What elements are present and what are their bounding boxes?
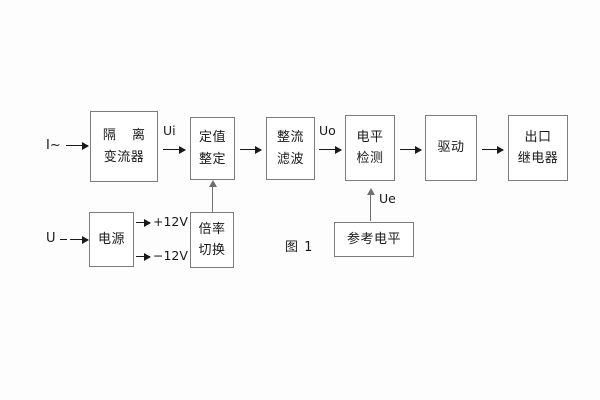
voltage-input-label: U bbox=[46, 231, 56, 246]
block-driver[interactable]: 驱动 bbox=[425, 115, 477, 181]
signal-uo-arrow bbox=[319, 145, 342, 154]
block-setpoint-adjust-line1: 定值 bbox=[198, 130, 226, 146]
block-rectify-filter-line1: 整流 bbox=[276, 130, 304, 146]
rail-negative-arrow bbox=[136, 252, 151, 261]
connector-setpoint-to-rectify bbox=[240, 145, 262, 154]
block-level-detect-line2: 检测 bbox=[356, 151, 384, 166]
rail-positive-arrow bbox=[136, 218, 151, 227]
block-power-supply[interactable]: 电源 bbox=[89, 212, 134, 267]
connector-multiplier-to-setpoint bbox=[208, 180, 217, 212]
signal-ui-arrow bbox=[163, 145, 186, 154]
block-multiplier-switch-line2: 切换 bbox=[198, 243, 226, 258]
block-reference-level-line1: 参考电平 bbox=[346, 231, 401, 247]
connector-level-detect-to-driver bbox=[400, 145, 422, 154]
connector-driver-to-output-relay bbox=[482, 145, 504, 154]
signal-ui-label: Ui bbox=[163, 123, 176, 138]
rail-negative-label: −12V bbox=[153, 248, 188, 263]
voltage-input-arrow bbox=[70, 235, 89, 244]
rail-positive-label: +12V bbox=[153, 214, 188, 229]
connector-reference-to-level-detect bbox=[366, 188, 375, 221]
block-setpoint-adjust-line2: 整定 bbox=[198, 151, 226, 167]
block-level-detect[interactable]: 电平 检测 bbox=[345, 115, 395, 181]
current-input-arrow bbox=[66, 141, 89, 150]
block-isolation-transformer[interactable]: 隔 离 变流器 bbox=[90, 111, 158, 182]
block-rectify-filter[interactable]: 整流 滤波 bbox=[266, 117, 315, 180]
block-output-relay-line1: 出口 bbox=[524, 129, 552, 145]
block-power-supply-line1: 电源 bbox=[97, 231, 125, 247]
voltage-input-dash bbox=[60, 239, 67, 240]
block-output-relay-line2: 继电器 bbox=[517, 151, 559, 166]
block-multiplier-switch[interactable]: 倍率 切换 bbox=[190, 212, 234, 268]
block-driver-line1: 驱动 bbox=[437, 140, 465, 156]
block-rectify-filter-line2: 滤波 bbox=[276, 151, 304, 167]
block-isolation-transformer-line1: 隔 离 bbox=[102, 128, 152, 144]
block-output-relay[interactable]: 出口 继电器 bbox=[508, 115, 568, 181]
block-setpoint-adjust[interactable]: 定值 整定 bbox=[190, 117, 235, 180]
figure-caption: 图 1 bbox=[285, 240, 314, 255]
current-input-label: I~ bbox=[46, 138, 61, 153]
block-multiplier-switch-line1: 倍率 bbox=[198, 221, 226, 237]
signal-uo-label: Uo bbox=[319, 123, 336, 138]
block-isolation-transformer-line2: 变流器 bbox=[103, 149, 145, 165]
block-level-detect-line1: 电平 bbox=[356, 129, 384, 145]
block-reference-level[interactable]: 参考电平 bbox=[334, 222, 414, 257]
signal-ue-label: Ue bbox=[379, 191, 396, 206]
